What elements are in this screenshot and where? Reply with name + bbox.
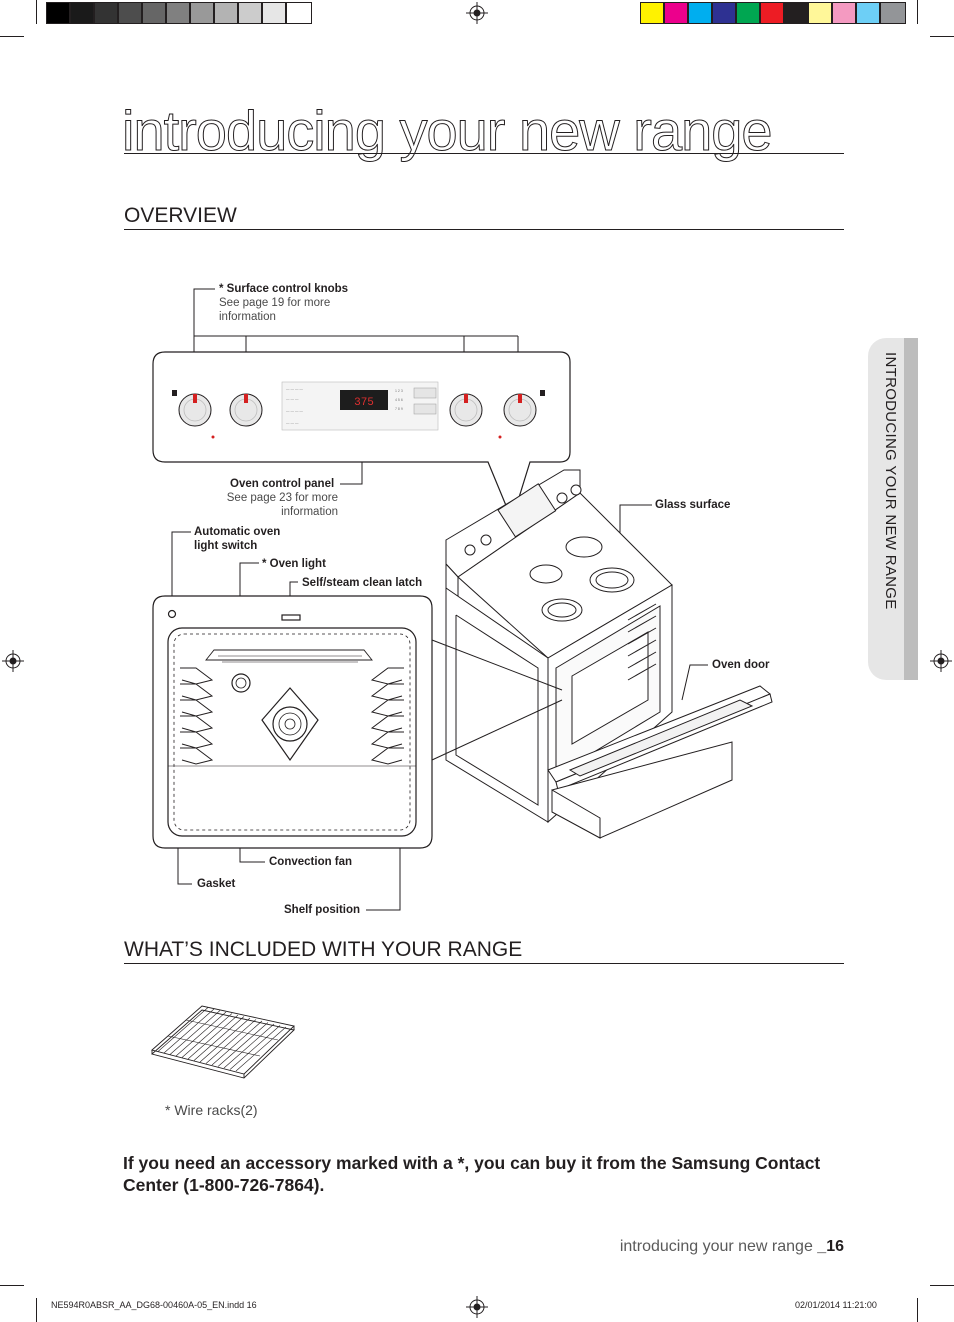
slug-filename: NE594R0ABSR_AA_DG68-00460A-05_EN.indd 16 (51, 1300, 257, 1310)
footer-section-title: introducing your new range (619, 1238, 818, 1255)
latch-label: Self/steam clean latch (302, 577, 423, 589)
wire-racks-caption: * Wire racks(2) (165, 1102, 258, 1118)
section-side-tab (868, 338, 918, 680)
panel-display-readout: 375 (354, 397, 374, 409)
convection-fan-label: Convection fan (269, 856, 353, 868)
svg-text:— — — —: — — — — (286, 409, 303, 413)
wire-rack-icon (151, 1005, 295, 1079)
svg-text:— — —: — — — (286, 421, 299, 425)
page-number: _16 (817, 1238, 844, 1255)
registration-mark-icon (930, 650, 952, 672)
page-footer: introducing your new range _16 (620, 1238, 844, 1256)
slug-date: 02/01/2014 11:21:00 (795, 1300, 877, 1310)
range-diagram: 375 — — — — — — — — — — — — — — 1 2 3 4 5 6 7… (152, 288, 773, 911)
gray-color-bar (0, 0, 954, 26)
registration-mark-icon (466, 2, 488, 24)
control-panel-note: See page 23 for more information (226, 492, 338, 518)
svg-text:1 2 3: 1 2 3 (395, 389, 403, 393)
shelf-position-label: Shelf position (284, 904, 361, 916)
title-rule (124, 153, 844, 154)
svg-text:— — — —: — — — — (286, 387, 303, 391)
oven-light-label: * Oven light (262, 558, 326, 570)
overview-heading: OVERVIEW (124, 204, 237, 227)
included-rule (124, 963, 844, 964)
process-color-bar (0, 0, 954, 26)
svg-text:4 5 6: 4 5 6 (395, 398, 403, 402)
auto-light-switch-label: Automatic oven light switch (194, 526, 281, 552)
surface-knobs-label: * Surface control knobs (219, 283, 349, 295)
surface-knobs-note: See page 19 for more information (219, 297, 331, 323)
accessory-contact-note: If you need an accessory marked with a *… (123, 1153, 821, 1195)
control-panel-label: Oven control panel (230, 478, 335, 490)
page-title: introducing your new range (122, 99, 774, 163)
svg-text:— — —: — — — (286, 397, 299, 401)
side-tab-label: INTRODUCING YOUR NEW RANGE (882, 352, 899, 610)
svg-text:7 8 9: 7 8 9 (395, 407, 403, 411)
registration-mark-icon (2, 650, 24, 672)
glass-surface-label: Glass surface (655, 499, 731, 511)
included-heading: WHAT’S INCLUDED WITH YOUR RANGE (124, 938, 523, 961)
gasket-label: Gasket (197, 878, 236, 890)
registration-mark-icon (466, 1296, 488, 1318)
oven-door-label: Oven door (712, 659, 770, 671)
oven-interior-closeup (152, 595, 563, 849)
overview-rule (124, 229, 844, 230)
control-panel-closeup: 375 — — — — — — — — — — — — — — 1 2 3 4 5 6 7… (152, 351, 571, 522)
